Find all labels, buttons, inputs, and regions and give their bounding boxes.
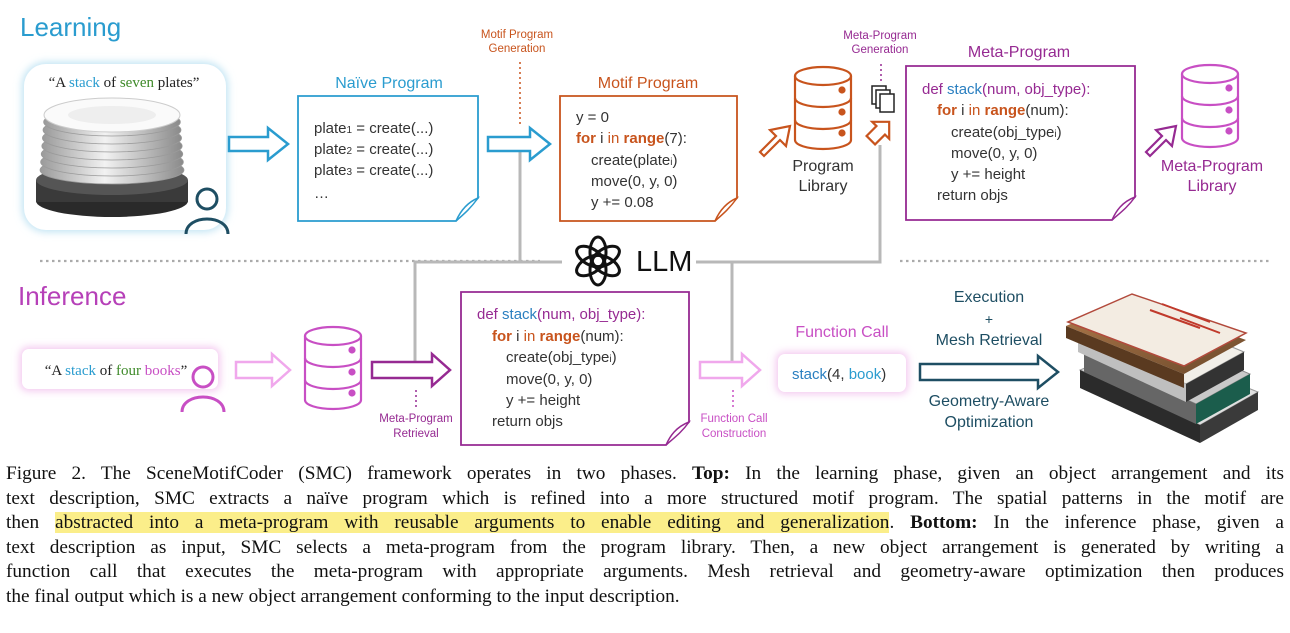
function-call-box xyxy=(778,354,906,392)
llm-label: LLM xyxy=(636,246,692,278)
program-library-icon xyxy=(793,65,853,151)
motif-program-code: y = 0 for i in range(7): create(platei) … xyxy=(576,109,687,211)
naive-program-code: plate1 = create(...) plate2 = create(...… xyxy=(314,120,433,202)
plate-stack-image xyxy=(36,97,188,217)
svg-text:plate1 = create(...): plate1 = create(...) xyxy=(314,120,433,137)
motif-program-title: Motif Program xyxy=(598,75,698,92)
caption-line-6: the final output which is a new object a… xyxy=(6,585,680,607)
svg-text:plate3 = create(...): plate3 = create(...) xyxy=(314,162,433,179)
execution-label: Execution+Mesh Retrieval xyxy=(936,289,1043,349)
svg-text:move(0, y, 0): move(0, y, 0) xyxy=(506,371,592,388)
llm-connectors xyxy=(413,145,882,362)
svg-text:return objs: return objs xyxy=(492,413,563,430)
svg-text:y = 0: y = 0 xyxy=(576,109,609,126)
svg-text:move(0, y, 0): move(0, y, 0) xyxy=(591,173,677,190)
arrow-retrieval xyxy=(370,351,452,389)
svg-text:create(obj_typei): create(obj_typei) xyxy=(951,124,1062,141)
inference-meta-program-code: def stack(num, obj_type): for i in range… xyxy=(477,306,645,430)
caption-line-2: text description, SMC extracts a naïve p… xyxy=(6,487,1284,509)
svg-text:y += height: y += height xyxy=(951,166,1026,183)
arrow-library-to-meta xyxy=(865,120,891,146)
caption-line-3: then abstracted into a meta-program with… xyxy=(6,512,1284,534)
meta-program-library-icon xyxy=(1180,63,1240,149)
svg-text:y += height: y += height xyxy=(506,392,581,409)
arrow-motif-to-library xyxy=(758,124,792,158)
svg-text:plate2 = create(...): plate2 = create(...) xyxy=(314,141,433,158)
caption-line-4: text description as input, SMC selects a… xyxy=(6,536,1284,558)
svg-text:…: … xyxy=(314,185,329,202)
llm-logo-icon xyxy=(575,235,621,287)
svg-text:def stack(num, obj_type):: def stack(num, obj_type): xyxy=(477,306,645,323)
figure-caption: Figure 2. The SceneMotifCoder (SMC) fram… xyxy=(6,462,1284,610)
svg-text:create(platei): create(platei) xyxy=(591,152,677,169)
arrow-call-construction xyxy=(698,351,762,389)
inference-user-icon xyxy=(180,365,226,413)
meta-program-code: def stack(num, obj_type): for i in range… xyxy=(922,81,1090,204)
arrow-naive-to-motif xyxy=(486,125,553,163)
inference-title: Inference xyxy=(18,281,126,311)
svg-text:move(0, y, 0): move(0, y, 0) xyxy=(951,145,1037,162)
caption-line-5: function call that executes the meta-pro… xyxy=(6,561,1284,583)
naive-program-title: Naïve Program xyxy=(335,75,443,92)
svg-text:def stack(num, obj_type):: def stack(num, obj_type): xyxy=(922,81,1090,98)
svg-text:y += 0.08: y += 0.08 xyxy=(591,194,654,211)
svg-text:for i in range(num):: for i in range(num): xyxy=(937,102,1069,119)
inference-prompt: “A stack of four books” xyxy=(45,363,188,379)
arrow-meta-to-meta-library xyxy=(1144,124,1178,158)
svg-text:create(obj_typei): create(obj_typei) xyxy=(506,349,617,366)
svg-text:for i in range(num):: for i in range(num): xyxy=(492,328,624,345)
documents-icon xyxy=(871,85,895,113)
book-stack-image xyxy=(1066,293,1260,443)
caption-highlight: abstracted into a meta-program with reus… xyxy=(55,512,890,534)
naive-program-box xyxy=(297,95,479,222)
arrow-input-to-naive xyxy=(227,125,291,163)
arrow-prompt-to-library xyxy=(234,351,292,389)
inference-library-icon xyxy=(303,325,363,411)
meta-program-title: Meta-Program xyxy=(968,44,1070,61)
function-call-title: Function Call xyxy=(795,324,888,341)
arrow-execution xyxy=(918,353,1061,391)
inference-prompt-card xyxy=(22,349,218,389)
svg-text:for i in range(7):: for i in range(7): xyxy=(576,130,687,147)
learning-prompt: “A stack of seven plates” xyxy=(49,75,200,91)
svg-text:return objs: return objs xyxy=(937,187,1008,204)
caption-line-1: Figure 2. The SceneMotifCoder (SMC) fram… xyxy=(6,463,1284,484)
user-icon xyxy=(184,187,230,235)
framework-diagram: Learning Inference LLM “A stack of seven… xyxy=(18,12,1270,446)
function-call-code: stack(4, book) xyxy=(792,366,886,383)
learning-title: Learning xyxy=(20,12,121,42)
